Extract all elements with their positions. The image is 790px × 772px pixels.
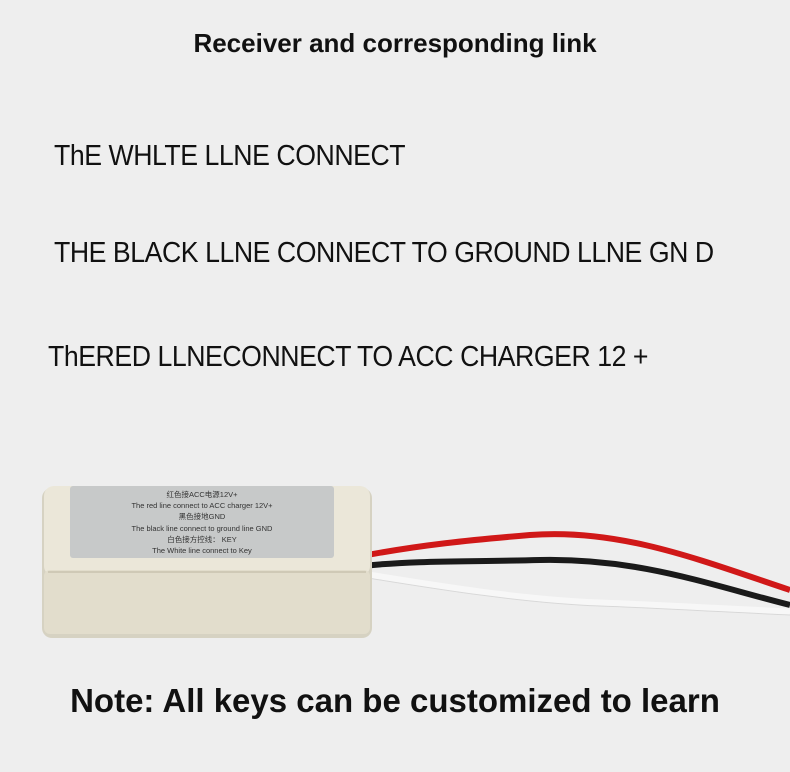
instruction-red-line: ThERED LLNECONNECT TO ACC CHARGER 12 + (48, 341, 649, 373)
label-line-2: The red line connect to ACC charger 12V+ (131, 501, 273, 510)
label-line-4: The black line connect to ground line GN… (132, 524, 273, 533)
receiver-box (42, 486, 372, 638)
instruction-white-line: ThE WHLTE LLNE CONNECT (54, 140, 406, 172)
wire-black (361, 556, 790, 608)
page-title: Receiver and corresponding link (193, 28, 597, 58)
wires (361, 531, 790, 616)
receiver-label-sticker (70, 486, 334, 558)
label-line-6: The White line connect to Key (152, 546, 252, 555)
label-line-3: 黑色接地GND (179, 511, 226, 521)
wire-white (361, 570, 790, 616)
receiver-product-image: 红色接ACC电源12V+ The red line connect to ACC… (42, 486, 790, 638)
instruction-black-line: THE BLACK LLNE CONNECT TO GROUND LLNE GN… (54, 237, 714, 269)
wire-red (361, 531, 790, 593)
label-line-1: 红色接ACC电源12V+ (166, 489, 238, 499)
label-line-5: 白色接方控线： KEY (167, 534, 237, 544)
footer-note: Note: All keys can be customized to lear… (70, 682, 720, 719)
